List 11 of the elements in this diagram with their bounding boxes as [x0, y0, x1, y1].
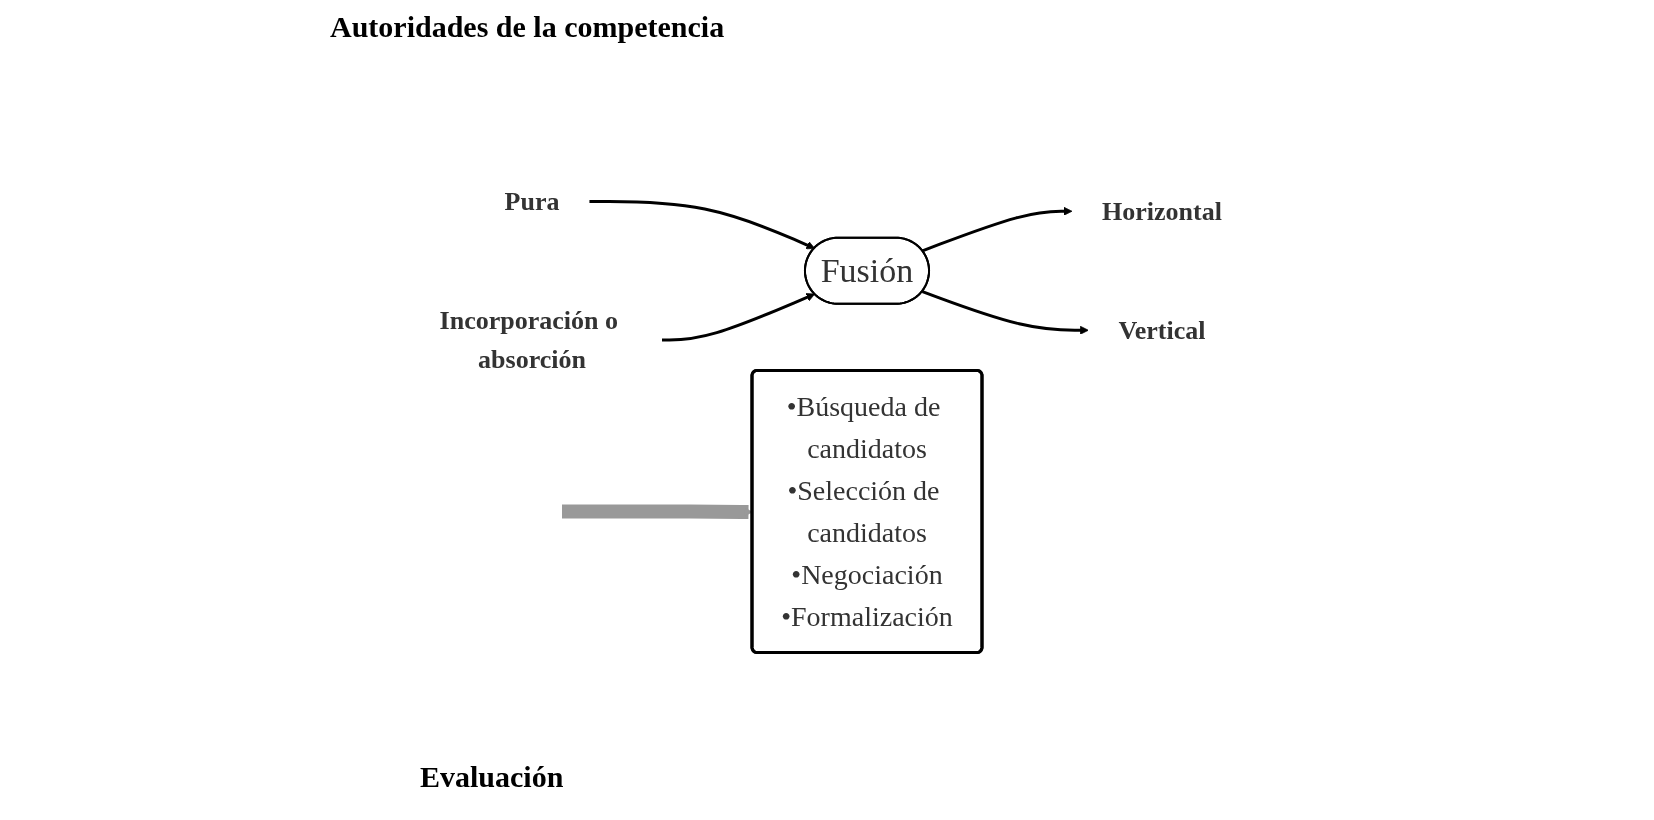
note-text: Evaluación: [420, 760, 564, 794]
arrow: [589, 200, 816, 250]
arrow: [662, 293, 816, 342]
node-text: Vertical: [1118, 316, 1206, 345]
node-text: Pura: [504, 187, 560, 217]
node-text: Incorporación o absorción: [439, 306, 618, 375]
note-text: Autoridades de la competencia: [330, 10, 725, 44]
arrow: [921, 207, 1073, 253]
arrow: [562, 504, 753, 520]
node-text: Horizontal: [1102, 197, 1222, 226]
arrow: [922, 290, 1089, 335]
